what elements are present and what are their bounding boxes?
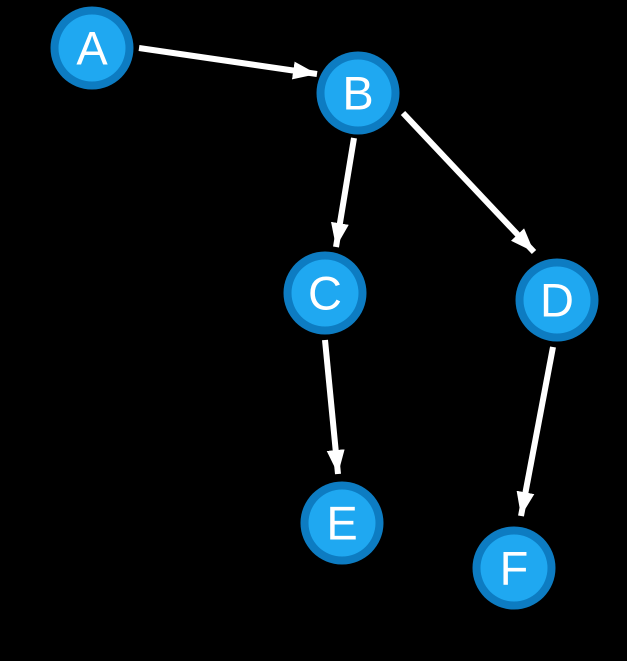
edge-C-E [322, 339, 345, 475]
node-body [308, 489, 376, 557]
node-body [523, 266, 591, 334]
node-body [291, 259, 359, 327]
node-D[interactable]: D [515, 258, 599, 342]
edge-D-F [516, 346, 556, 517]
node-C[interactable]: C [283, 251, 367, 335]
edge-B-D [400, 110, 537, 255]
node-body [480, 534, 548, 602]
node-body [58, 14, 126, 82]
node-B[interactable]: B [316, 51, 400, 135]
node-A[interactable]: A [50, 6, 134, 90]
edge-B-C [331, 137, 357, 248]
edge-A-B [138, 45, 318, 80]
node-E[interactable]: E [300, 481, 384, 565]
node-body [324, 59, 392, 127]
node-F[interactable]: F [472, 526, 556, 610]
